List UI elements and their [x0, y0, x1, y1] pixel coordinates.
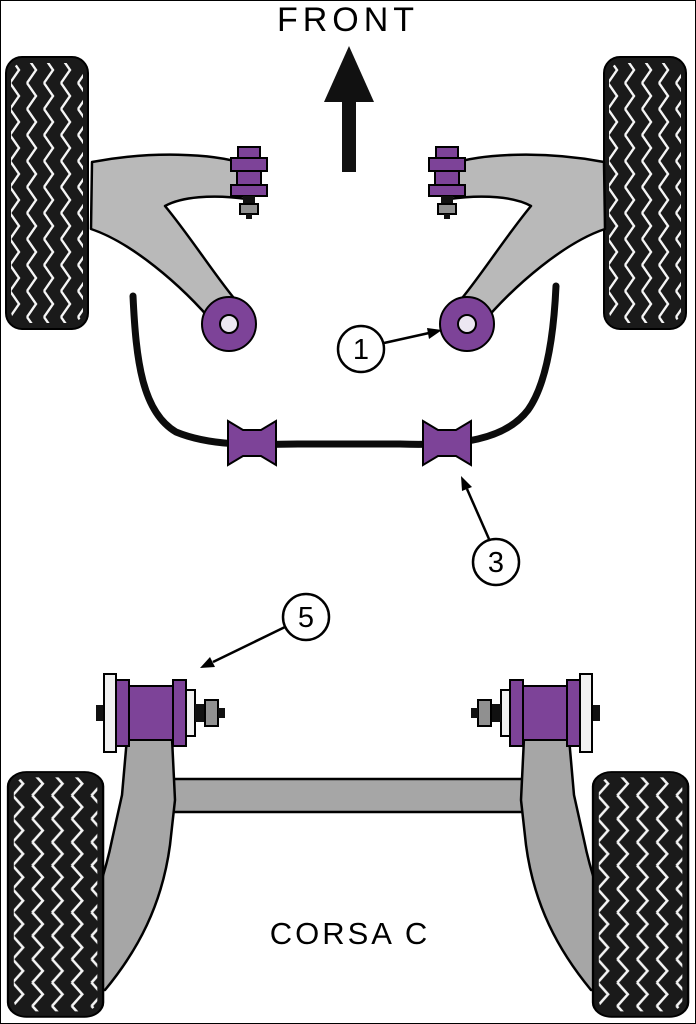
- callout-3-number: 3: [488, 547, 504, 579]
- callout-5-arrowhead: [200, 657, 215, 668]
- model-label: CORSA C: [270, 916, 431, 951]
- front-label: FRONT: [277, 1, 419, 39]
- callout-1-arrowhead: [427, 328, 442, 339]
- callout-1: 1: [336, 324, 442, 374]
- callout-5-circle: [281, 592, 331, 642]
- arrow-head: [324, 46, 374, 102]
- callout-1-line: [383, 331, 430, 345]
- tire-rear-right: [591, 770, 690, 1018]
- tire-front-left: [5, 56, 89, 330]
- callout-3: 3: [461, 476, 521, 587]
- arb-bush-right: [422, 420, 472, 466]
- front-suspension-left: [89, 145, 269, 353]
- tire-rear-left: [6, 770, 105, 1018]
- rear-axle-beam: [158, 777, 538, 814]
- callout-1-circle: [336, 324, 386, 374]
- callout-5-line: [212, 625, 286, 664]
- tire-front-right: [603, 56, 687, 330]
- callout-3-circle: [471, 537, 521, 587]
- callout-5: 5: [200, 592, 331, 668]
- callout-3-line: [465, 488, 491, 540]
- callout-5-number: 5: [298, 602, 314, 634]
- callout-1-number: 1: [353, 334, 369, 366]
- front-arrow-icon: [324, 46, 374, 172]
- front-suspension-right: [427, 145, 607, 353]
- anti-roll-bar: [129, 282, 560, 449]
- callout-3-arrowhead: [461, 476, 472, 491]
- arb-bush-left: [227, 420, 277, 466]
- arrow-shaft: [342, 100, 356, 172]
